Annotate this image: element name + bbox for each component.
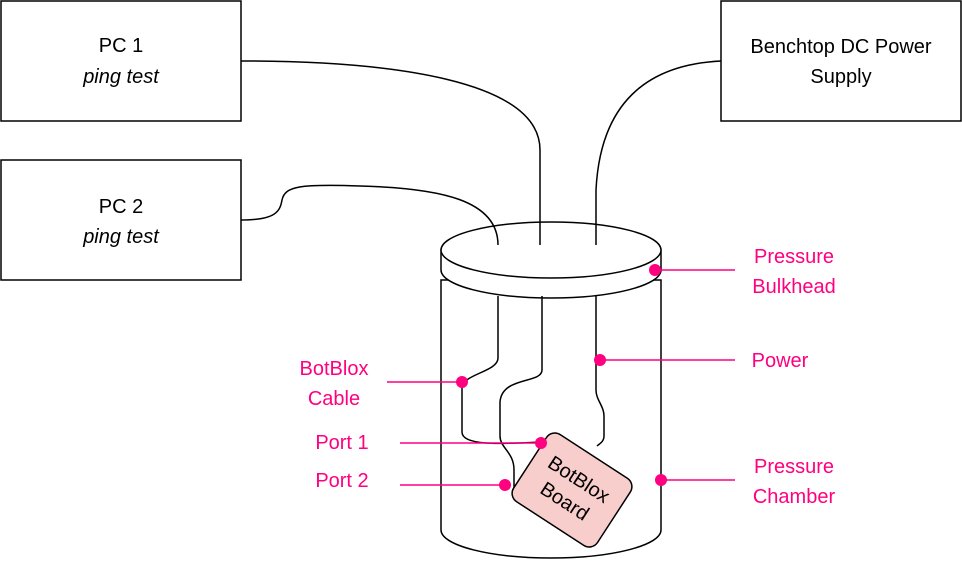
port2-marker — [499, 479, 511, 491]
botblox-board: BotBlox Board — [511, 432, 633, 548]
pc1-subtitle: ping test — [82, 66, 160, 88]
power-marker — [594, 354, 606, 366]
annotations — [387, 264, 735, 491]
power-wire — [595, 60, 722, 245]
pressure-chamber-label-line2: Chamber — [753, 486, 836, 508]
pc2-wire — [240, 184, 499, 246]
port2-label: Port 2 — [315, 470, 368, 492]
pc2-box: PC 2 ping test — [0, 159, 242, 281]
botblox-cable-label-line1: BotBlox — [300, 358, 369, 380]
pc2-title: PC 2 — [99, 196, 143, 218]
pressure-chamber-label-line1: Pressure — [754, 456, 834, 478]
botblox-cable-port2 — [499, 296, 543, 488]
pc1-title: PC 1 — [99, 35, 143, 57]
pressure-bulkhead-label-line1: Pressure — [754, 246, 834, 268]
power-supply-label-line2: Supply — [810, 66, 871, 88]
power-internal-wire — [595, 296, 605, 447]
port1-label: Port 1 — [315, 432, 368, 454]
pc1-wire — [240, 60, 541, 245]
pc2-subtitle: ping test — [82, 226, 160, 248]
bulkhead-marker — [649, 264, 661, 276]
botblox-cable-label-line2: Cable — [308, 388, 360, 410]
pressure-bulkhead-label-line2: Bulkhead — [752, 276, 835, 298]
chamber-marker — [655, 474, 667, 486]
power-supply-label-line1: Benchtop DC Power — [750, 36, 932, 58]
cable-marker — [456, 376, 468, 388]
port1-marker — [535, 437, 547, 449]
power-supply-box: Benchtop DC Power Supply — [720, 0, 962, 122]
pressure-bulkhead — [440, 221, 662, 299]
power-label: Power — [752, 350, 809, 372]
pc1-box: PC 1 ping test — [0, 0, 242, 122]
